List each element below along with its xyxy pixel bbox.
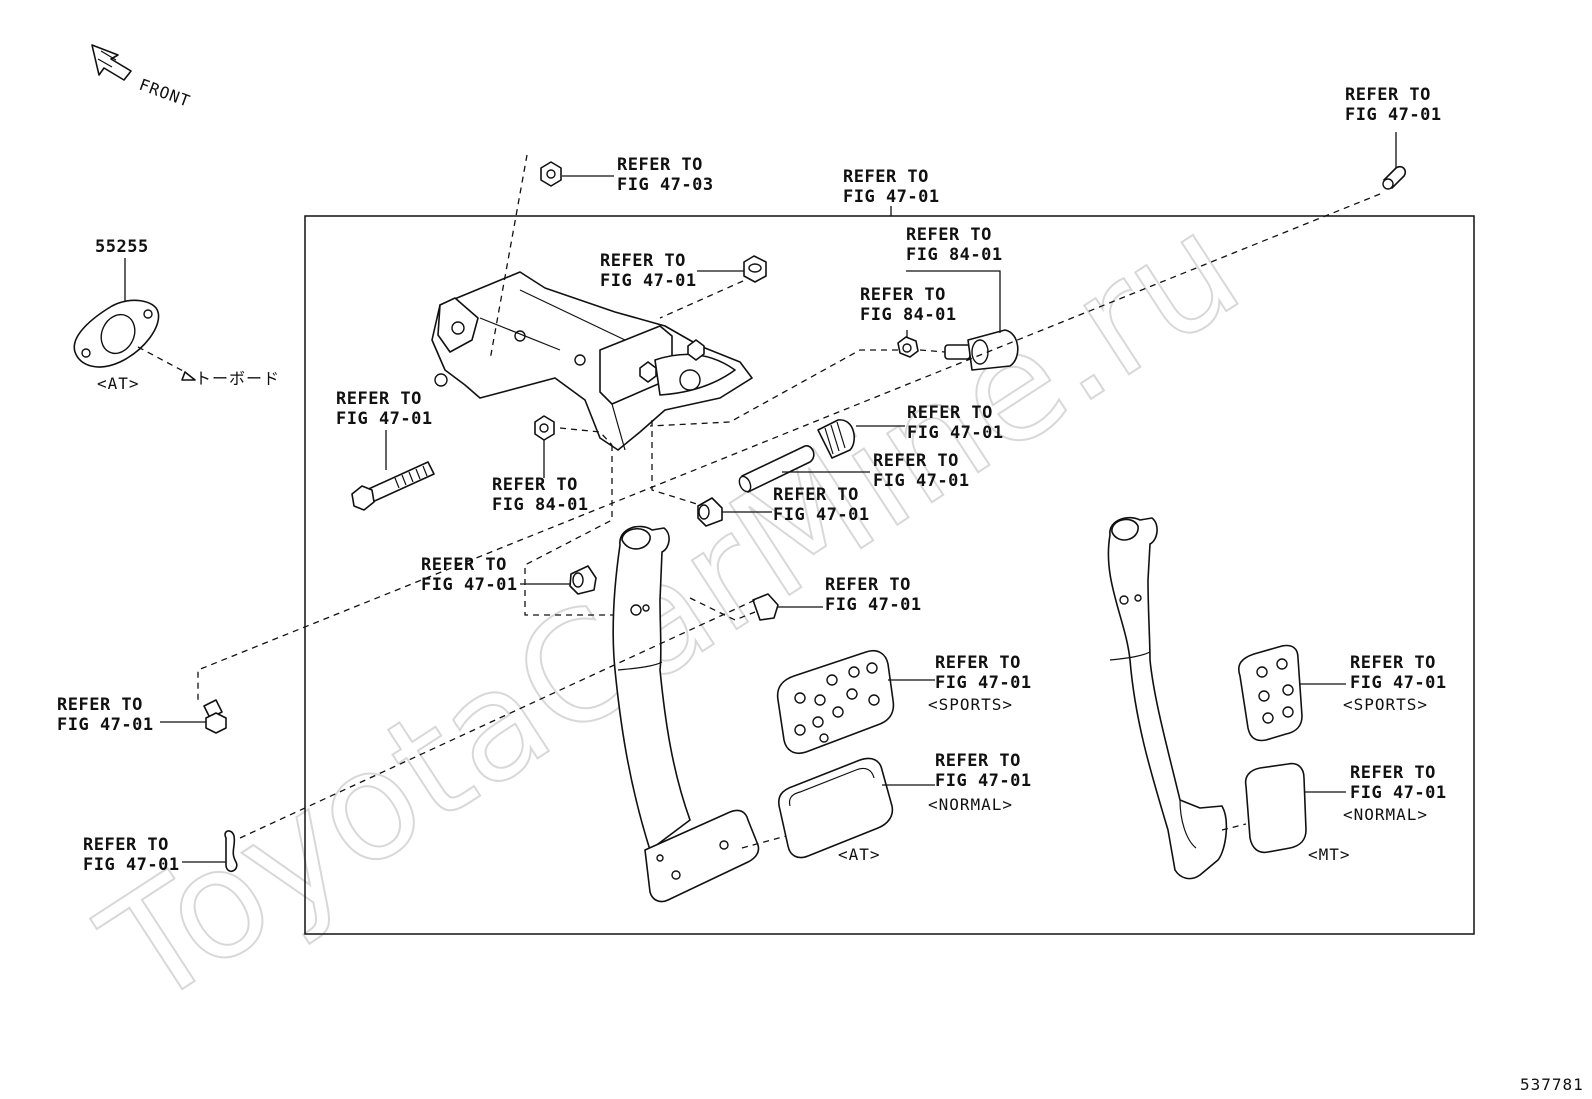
callout-fig-47-01-nut: REFER TO FIG 47-01: [600, 251, 697, 291]
callout-fig-47-03-top: REFER TO FIG 47-03: [617, 155, 714, 195]
callout-fig-47-01-frame: REFER TO FIG 47-01: [843, 167, 940, 207]
flange-nut-47-03: [540, 161, 562, 187]
svg-text:FIG 47-01: FIG 47-01: [421, 575, 518, 595]
callout-fig-47-01-top-right: REFER TO FIG 47-01: [1345, 85, 1442, 125]
mt-brake-pedal-arm: [1107, 516, 1228, 880]
svg-text:REFER TO: REFER TO: [860, 285, 946, 305]
part-number-55255: 55255: [95, 237, 149, 257]
callout-fig-47-01-clip: REFER TO FIG 47-01: [825, 575, 922, 615]
callout-fig-84-01-lock-nut: REFER TO FIG 84-01: [860, 285, 957, 325]
callout-fig-47-01-spring: REFER TO FIG 47-01: [907, 403, 1004, 443]
callout-fig-47-01-retaining-clip: REFER TO FIG 47-01: [83, 835, 180, 875]
mt-sports-pedal-pad: [1238, 644, 1303, 742]
clevis-pin: [1382, 165, 1407, 190]
svg-text:REFER TO: REFER TO: [843, 167, 929, 187]
svg-text:FIG 47-01: FIG 47-01: [336, 409, 433, 429]
stopper-bolt: [203, 699, 227, 734]
pedal-bushing-lower: [569, 565, 597, 595]
svg-text:REFER TO: REFER TO: [83, 835, 169, 855]
callout-fig-47-01-bushing-upper: REFER TO FIG 47-01: [773, 485, 870, 525]
callout-fig-84-01-switch: REFER TO FIG 84-01: [906, 225, 1003, 265]
svg-text:FIG 47-01: FIG 47-01: [773, 505, 870, 525]
svg-text:REFER TO: REFER TO: [600, 251, 686, 271]
part-55255-variant-label: <AT>: [97, 374, 140, 393]
svg-text:REFER TO: REFER TO: [617, 155, 703, 175]
svg-text:FIG 47-03: FIG 47-03: [617, 175, 714, 195]
callout-fig-47-01-collar: REFER TO FIG 47-01: [873, 451, 970, 491]
svg-text:<NORMAL>: <NORMAL>: [928, 795, 1013, 814]
at-normal-pedal-pad: [778, 757, 894, 859]
svg-text:REFER TO: REFER TO: [1350, 653, 1436, 673]
svg-text:REFER TO: REFER TO: [873, 451, 959, 471]
callout-fig-47-01-mt-sports: REFER TO FIG 47-01 <SPORTS>: [1343, 653, 1447, 714]
svg-text:REFER TO: REFER TO: [825, 575, 911, 595]
pedal-bushing-upper: [697, 497, 723, 527]
figure-id: 537781: [1520, 1075, 1584, 1094]
callout-fig-47-01-bushing-lower: REFER TO FIG 47-01: [421, 555, 518, 595]
svg-text:REFER TO: REFER TO: [492, 475, 578, 495]
svg-text:FIG 47-01: FIG 47-01: [825, 595, 922, 615]
svg-text:REFER TO: REFER TO: [906, 225, 992, 245]
svg-text:<SPORTS>: <SPORTS>: [928, 695, 1013, 714]
callout-fig-47-01-at-normal: REFER TO FIG 47-01 <NORMAL>: [928, 751, 1032, 814]
switch-lock-nut: [897, 336, 919, 358]
svg-text:REFER TO: REFER TO: [336, 389, 422, 409]
pedal-pad-clip: [752, 593, 779, 621]
pedal-spring-bushing: [817, 419, 855, 459]
svg-text:FIG 47-01: FIG 47-01: [1350, 673, 1447, 693]
svg-text:REFER TO: REFER TO: [773, 485, 859, 505]
mt-normal-pedal-pad: [1244, 762, 1307, 854]
part-55255-plate: [73, 299, 160, 368]
callout-fig-84-01-nut: REFER TO FIG 84-01: [492, 475, 589, 515]
toboard-label: トーボード: [195, 369, 280, 388]
mt-variant-label: <MT>: [1308, 845, 1351, 864]
svg-text:REFER TO: REFER TO: [1350, 763, 1436, 783]
svg-text:REFER TO: REFER TO: [57, 695, 143, 715]
svg-text:FIG 47-01: FIG 47-01: [1345, 105, 1442, 125]
callout-fig-47-01-stopper-bolt: REFER TO FIG 47-01: [57, 695, 154, 735]
svg-text:FIG 47-01: FIG 47-01: [935, 673, 1032, 693]
front-label: FRONT: [137, 75, 193, 111]
callout-fig-47-01-mt-normal: REFER TO FIG 47-01 <NORMAL>: [1343, 763, 1447, 824]
front-arrow-icon: [91, 44, 132, 81]
svg-text:REFER TO: REFER TO: [907, 403, 993, 423]
svg-text:FIG 47-01: FIG 47-01: [935, 771, 1032, 791]
callout-fig-47-01-bolt: REFER TO FIG 47-01: [336, 389, 433, 429]
svg-text:FIG 47-01: FIG 47-01: [873, 471, 970, 491]
svg-text:REFER TO: REFER TO: [935, 751, 1021, 771]
svg-text:REFER TO: REFER TO: [935, 653, 1021, 673]
at-brake-pedal-plate: [644, 809, 760, 903]
svg-text:FIG 47-01: FIG 47-01: [843, 187, 940, 207]
svg-text:<SPORTS>: <SPORTS>: [1343, 695, 1428, 714]
svg-text:<NORMAL>: <NORMAL>: [1343, 805, 1428, 824]
svg-text:FIG 47-01: FIG 47-01: [1350, 783, 1447, 803]
svg-text:FIG 47-01: FIG 47-01: [57, 715, 154, 735]
pedal-collar-pipe: [738, 445, 815, 493]
nut-84-01: [534, 415, 555, 441]
flange-nut-47-01: [743, 255, 767, 283]
pedal-bracket: [431, 271, 753, 451]
at-brake-pedal-arm: [612, 525, 691, 851]
svg-text:ToyotaCarMine.ru: ToyotaCarMine.ru: [74, 181, 1269, 1041]
callout-fig-47-01-at-sports: REFER TO FIG 47-01 <SPORTS>: [928, 653, 1032, 714]
svg-text:FIG 47-01: FIG 47-01: [907, 423, 1004, 443]
svg-text:REFER TO: REFER TO: [1345, 85, 1431, 105]
svg-text:FIG 84-01: FIG 84-01: [860, 305, 957, 325]
stop-lamp-switch: [944, 329, 1019, 371]
svg-text:FIG 84-01: FIG 84-01: [492, 495, 589, 515]
at-sports-pedal-pad: [776, 649, 895, 755]
svg-text:FIG 47-01: FIG 47-01: [83, 855, 180, 875]
svg-text:FIG 47-01: FIG 47-01: [600, 271, 697, 291]
assembly-frame: [304, 215, 1475, 935]
pedal-bolt: [351, 461, 435, 511]
watermark: ToyotaCarMine.ru: [73, 180, 1270, 1042]
svg-text:FIG 84-01: FIG 84-01: [906, 245, 1003, 265]
svg-text:REFER TO: REFER TO: [421, 555, 507, 575]
at-variant-label: <AT>: [838, 845, 881, 864]
retaining-clip: [224, 830, 238, 873]
